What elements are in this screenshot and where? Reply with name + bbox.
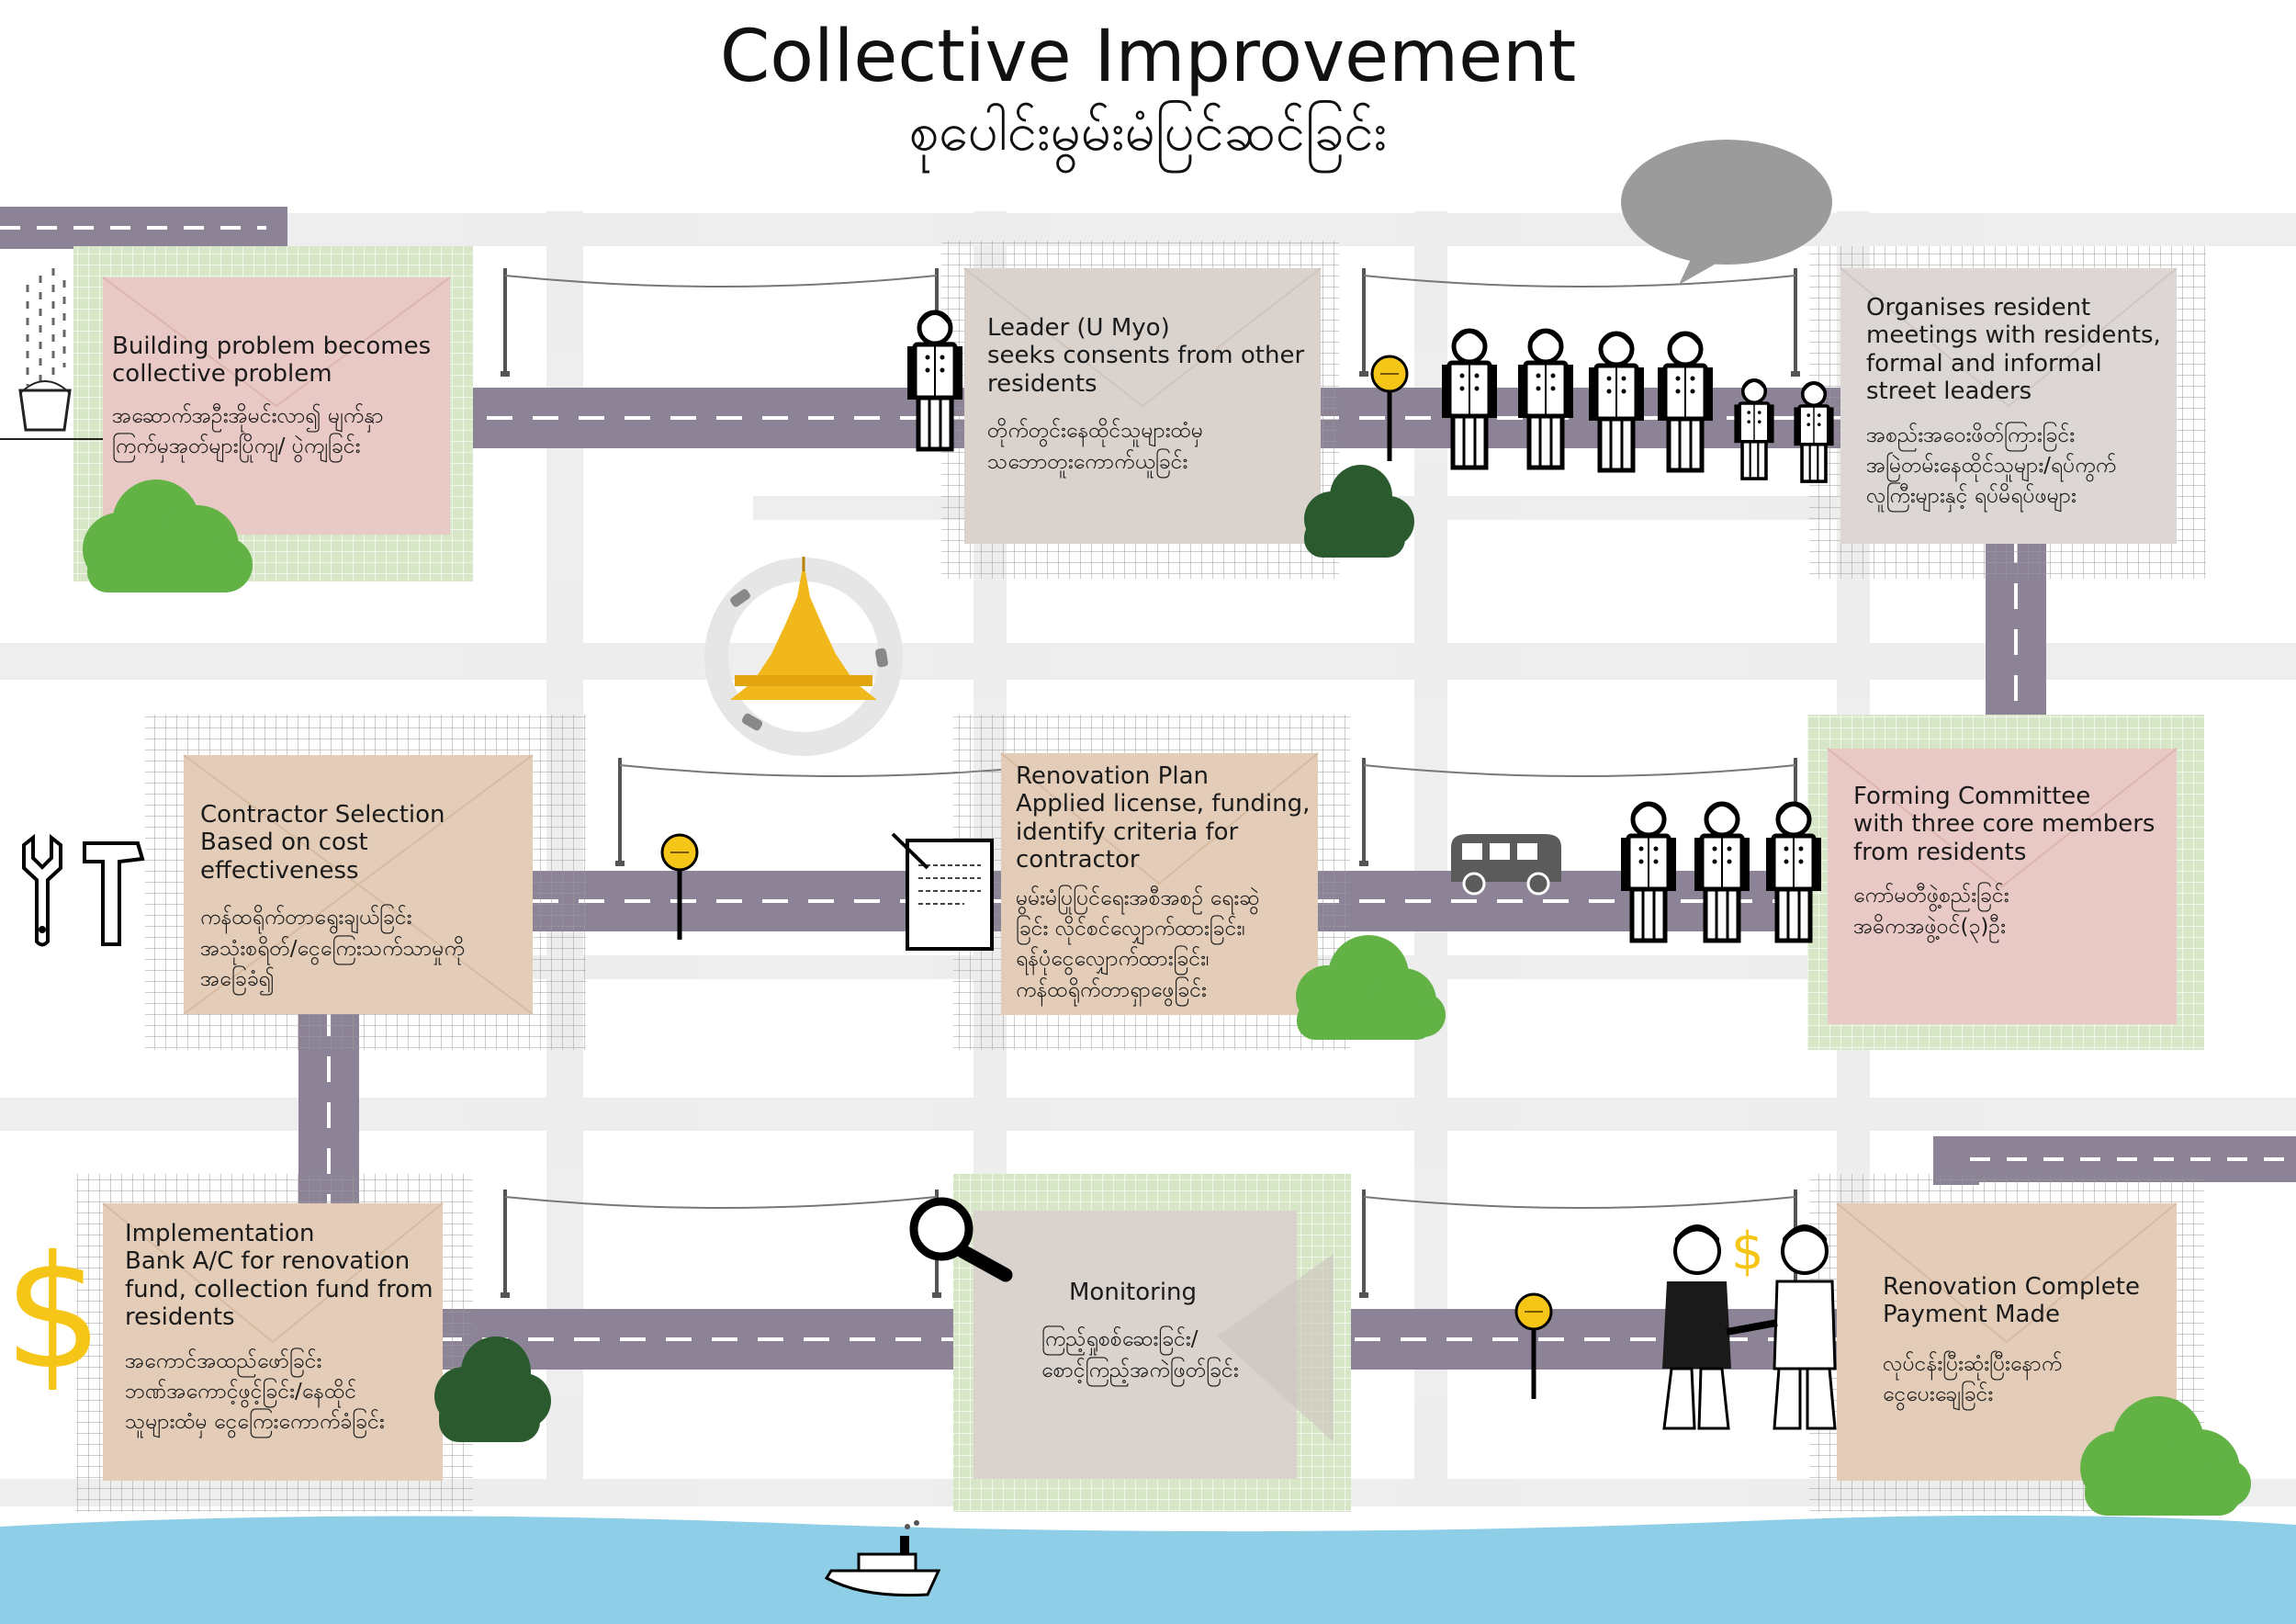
tree-icon: [1296, 935, 1446, 1040]
tree-icon: [1304, 465, 1414, 558]
step-monitoring: Monitoring ကြည့်ရှုစစ်ဆေးခြင်း/ စောင့်ကြ…: [1010, 1211, 1327, 1479]
step-title: Renovation Plan Applied license, funding…: [1016, 762, 1311, 874]
step-organise-meetings: Organises resident meetings with residen…: [1848, 248, 2192, 542]
bucket-icon: [0, 380, 103, 440]
tree-icon: [2080, 1396, 2251, 1516]
step-title-myanmar: အစည်းအဝေးဖိတ်ကြားခြင်း အမြဲတမ်းနေထိုင်သူ…: [1866, 423, 2117, 509]
step-title-myanmar: လုပ်ငန်းပြီးဆုံးပြီးနောက် ငွေပေးချေခြင်း: [1883, 1351, 2063, 1407]
rain-icon: [26, 268, 66, 386]
panel-cards: [102, 267, 2178, 1481]
step-title-myanmar: မွမ်းမံပြုပြင်ရေးအစီအစဉ် ရေးဆွဲ ခြင်း လိ…: [1016, 885, 1260, 1002]
step-renovation-complete: Renovation Complete Payment Made လုပ်ငန်…: [1864, 1211, 2195, 1486]
step-title: Renovation Complete Payment Made: [1883, 1273, 2140, 1329]
step-building-problem: Building problem becomes collective prob…: [94, 281, 452, 538]
step-contractor-selection: Contractor Selection Based on cost effec…: [182, 755, 549, 1014]
step-title-myanmar: ကန်ထရိုက်တာရွေးချယ်ခြင်း အသုံးစရိတ်/ငွေက…: [200, 906, 465, 991]
boat-icon: [824, 1520, 941, 1597]
speech-bubble-icon: [1621, 140, 1832, 285]
step-title-myanmar: အကောင်အထည်ဖော်ခြင်း ဘဏ်အကောင့်ဖွင့်ခြင်း…: [125, 1348, 385, 1435]
document-icon: [891, 832, 994, 951]
step-title: Monitoring: [1069, 1279, 1198, 1306]
tree-icon: [434, 1336, 551, 1442]
step-implementation: Implementation Bank A/C for renovation f…: [107, 1203, 454, 1483]
step-forming-committee: Forming Committee with three core member…: [1835, 746, 2189, 1021]
page-title-myanmar: စုပေါင်းမွမ်းမံပြင်ဆင်ခြင်း: [908, 99, 1388, 163]
step-title-myanmar: ကြည့်ရှုစစ်ဆေးခြင်း/ စောင့်ကြည့်အကဲဖြတ်ခ…: [1041, 1327, 1239, 1382]
magnifier-icon: [909, 1197, 1013, 1282]
handshake-icon: [1662, 1224, 1837, 1430]
pagoda-icon: [704, 557, 903, 756]
dollar-icon: $: [4, 1223, 104, 1404]
step-title-myanmar: တိုက်တွင်းနေထိုင်သူများထံမှ သဘောတူးကောက်…: [987, 419, 1203, 474]
step-title-myanmar: အဆောက်အဦးအိုမင်းလာ၍ မျက်နှာ ကြက်မှအုတ်မျ…: [112, 403, 384, 459]
step-title: Building problem becomes collective prob…: [112, 333, 432, 389]
wrench-icon: [22, 833, 62, 947]
step-renovation-plan: Renovation Plan Applied license, funding…: [999, 750, 1341, 1025]
step-title: Forming Committee with three core member…: [1853, 783, 2155, 866]
tree-icon: [83, 479, 253, 592]
step-title: Leader (U Myo) seeks consents from other…: [987, 314, 1305, 398]
step-title: Organises resident meetings with residen…: [1866, 294, 2161, 406]
page-title: Collective Improvement: [719, 16, 1577, 98]
water: [0, 1515, 2296, 1624]
step-title: Contractor Selection Based on cost effec…: [200, 801, 445, 885]
step-leader-consent: Leader (U Myo) seeks consents from other…: [969, 263, 1327, 538]
step-title: Implementation Bank A/C for renovation f…: [125, 1220, 433, 1332]
step-title-myanmar: ကော်မတီဖွဲ့စည်းခြင်း အဓိကအဖွဲ့ဝင်(၃)ဦး: [1853, 884, 2009, 939]
bus-icon: [1451, 834, 1561, 896]
hammer-icon: [83, 841, 145, 946]
title-block: Collective Improvement စုပေါင်းမွမ်းမံပြ…: [0, 16, 2296, 163]
committee-members-icon: [1621, 803, 1821, 941]
dollar-small-icon: $: [1731, 1222, 1764, 1281]
